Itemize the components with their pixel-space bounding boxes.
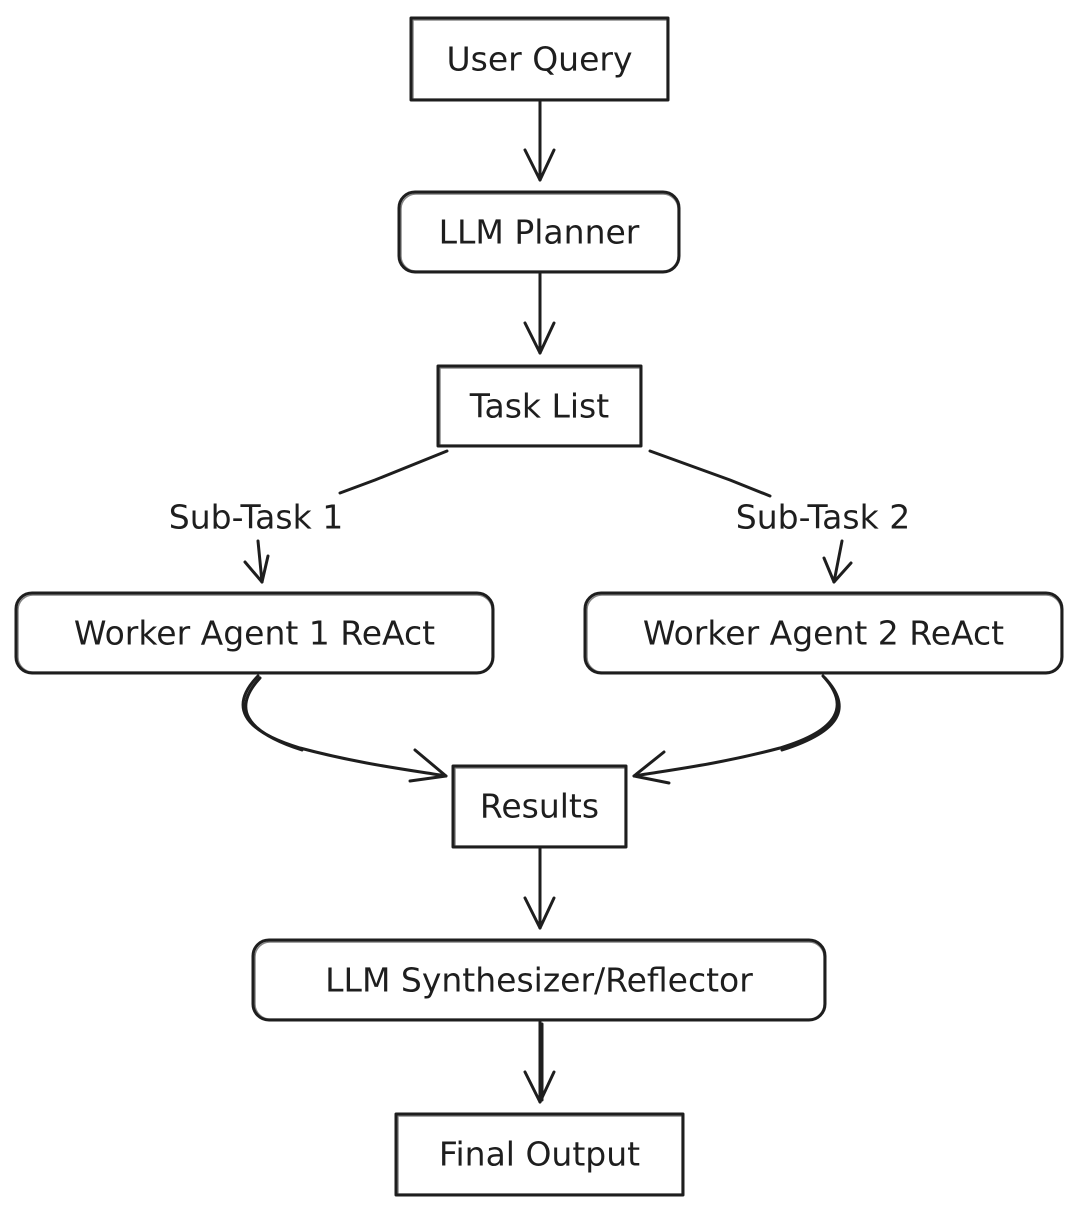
arrowhead-icon: [523, 321, 556, 355]
node-results[interactable]: Results: [451, 764, 628, 849]
node-llm-planner[interactable]: LLM Planner: [397, 190, 681, 274]
node-llm-synthesizer-reflector[interactable]: LLM Synthesizer/Reflector: [251, 938, 827, 1022]
node-llm-planner-label: LLM Planner: [439, 213, 640, 252]
edge-user-query-to-llm-planner: [523, 99, 556, 182]
edge-worker-agent-1-to-results: [241, 674, 448, 783]
edge-label-sub-task-2: Sub-Task 2: [736, 498, 910, 537]
arrowhead-icon: [523, 896, 556, 930]
edge-llm-synthesizer-reflector-to-final-output: [523, 1020, 556, 1104]
edge-task-list-to-worker-agent-2: [648, 449, 853, 584]
arrowhead-icon: [243, 554, 270, 584]
node-llm-synthesizer-reflector-label: LLM Synthesizer/Reflector: [325, 961, 753, 1000]
arrowhead-icon: [822, 556, 853, 584]
arrowhead-icon: [523, 1070, 556, 1104]
node-worker-agent-2-label: Worker Agent 2 ReAct: [643, 614, 1004, 653]
node-task-list-label: Task List: [469, 387, 609, 426]
node-worker-agent-2[interactable]: Worker Agent 2 ReAct: [583, 591, 1064, 675]
edge-task-list-to-worker-agent-1: [243, 449, 449, 584]
node-results-label: Results: [480, 787, 599, 826]
arrowhead-icon: [523, 148, 556, 182]
node-user-query[interactable]: User Query: [409, 16, 670, 102]
node-final-output[interactable]: Final Output: [394, 1112, 685, 1197]
node-task-list[interactable]: Task List: [436, 364, 643, 448]
arrowhead-icon: [408, 748, 448, 783]
edge-results-to-llm-synthesizer-reflector: [523, 846, 556, 930]
arrowhead-icon: [632, 750, 671, 785]
edge-llm-planner-to-task-list: [523, 272, 556, 355]
node-final-output-label: Final Output: [439, 1135, 640, 1174]
node-worker-agent-1-label: Worker Agent 1 ReAct: [74, 614, 435, 653]
node-user-query-label: User Query: [447, 40, 633, 79]
edge-label-sub-task-1: Sub-Task 1: [169, 498, 343, 537]
node-worker-agent-1[interactable]: Worker Agent 1 ReAct: [14, 591, 495, 675]
edge-worker-agent-2-to-results: [632, 674, 841, 785]
